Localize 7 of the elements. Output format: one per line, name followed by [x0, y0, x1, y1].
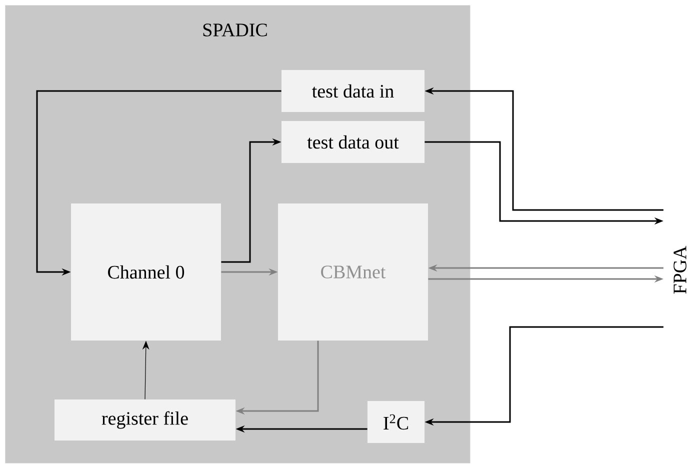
block-box: test data out	[282, 121, 424, 163]
block-box: Channel 0	[71, 204, 221, 340]
block-box: test data in	[282, 70, 424, 112]
block-box: register file	[54, 400, 236, 440]
block-box: CBMnet	[278, 204, 428, 340]
block-box: I$^{2}$C	[368, 401, 424, 443]
side-label: FPGA	[674, 246, 686, 294]
